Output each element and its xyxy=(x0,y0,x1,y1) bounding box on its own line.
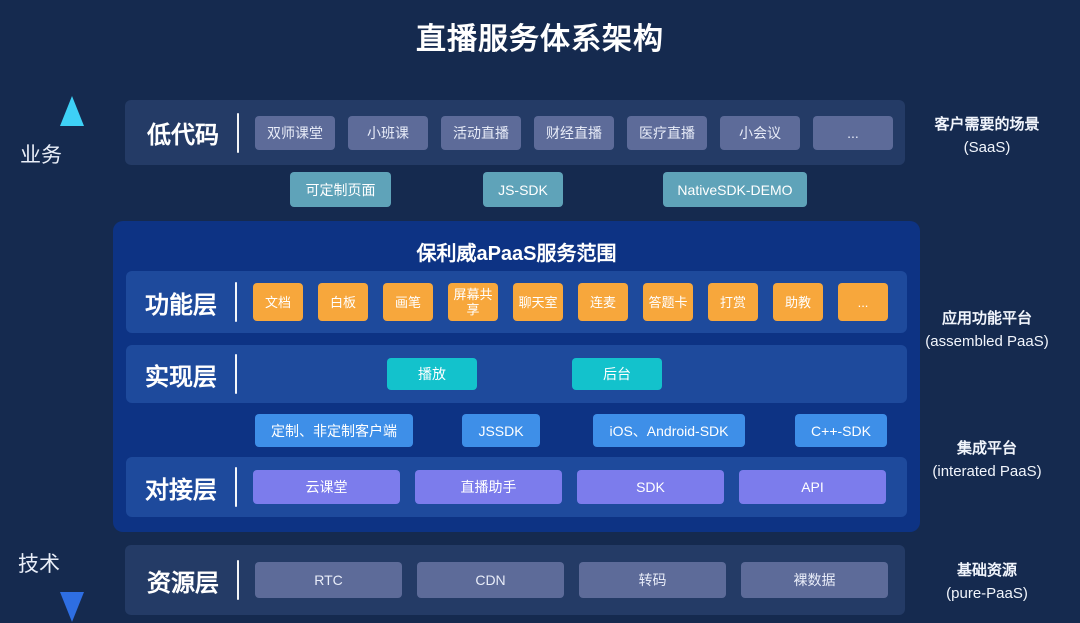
scene-chip: 财经直播 xyxy=(534,115,614,150)
side-note-integrated-paas: 集成平台 (interated PaaS) xyxy=(912,437,1062,483)
resource-chip: 裸数据 xyxy=(741,562,888,598)
page-title: 直播服务体系架构 xyxy=(416,23,664,56)
side-note-title: 集成平台 xyxy=(956,440,1017,457)
resource-chip: RTC xyxy=(255,562,402,598)
client-chip: JSSDK xyxy=(462,414,540,447)
interface-layer-row: 对接层 云课堂 直播助手 SDK API xyxy=(126,457,907,517)
side-note-subtitle: (pure-PaaS) xyxy=(946,585,1028,602)
interface-chip: API xyxy=(739,470,886,504)
function-chip: 文档 xyxy=(253,283,303,321)
function-chip: 聊天室 xyxy=(513,283,563,321)
implementation-chip: 后台 xyxy=(572,358,662,390)
resource-chips: RTC CDN 转码 裸数据 xyxy=(255,562,888,598)
side-note-assembled-paas: 应用功能平台 (assembled PaaS) xyxy=(912,307,1062,353)
client-chip: 定制、非定制客户端 xyxy=(255,414,413,447)
separator xyxy=(237,112,239,153)
function-chip: 打赏 xyxy=(708,283,758,321)
separator xyxy=(235,354,237,394)
lowcode-chips: 双师课堂 小班课 活动直播 财经直播 医疗直播 小会议 ... xyxy=(255,115,893,150)
implementation-layer-label: 实现层 xyxy=(145,363,217,391)
apaas-panel-title: 保利威aPaaS服务范围 xyxy=(416,243,617,265)
function-chip: 画笔 xyxy=(383,283,433,321)
function-chip: 白板 xyxy=(318,283,368,321)
function-chips: 文档 白板 画笔 屏幕共享 聊天室 连麦 答题卡 打赏 助教 ... xyxy=(253,283,888,321)
lowcode-layer-label: 低代码 xyxy=(147,122,219,149)
implementation-chip: 播放 xyxy=(387,358,477,390)
interface-chip: 云课堂 xyxy=(253,470,400,504)
function-chip: 助教 xyxy=(773,283,823,321)
interface-layer-label: 对接层 xyxy=(145,476,217,504)
function-layer-label: 功能层 xyxy=(145,291,217,319)
side-note-subtitle: (interated PaaS) xyxy=(932,463,1042,480)
function-layer-row: 功能层 文档 白板 画笔 屏幕共享 聊天室 连麦 答题卡 打赏 助教 ... xyxy=(126,271,907,333)
function-chip: 屏幕共享 xyxy=(448,283,498,321)
side-note-subtitle: (SaaS) xyxy=(963,139,1011,156)
resource-chip: CDN xyxy=(417,562,564,598)
resource-layer-label: 资源层 xyxy=(147,569,219,597)
scene-chip-more: ... xyxy=(813,115,893,150)
client-chip: C++-SDK xyxy=(795,414,887,447)
lowcode-sub-chip: NativeSDK-DEMO xyxy=(663,172,807,207)
resource-layer-row: 资源层 RTC CDN 转码 裸数据 xyxy=(125,545,905,615)
business-tech-arrow-icon xyxy=(60,96,84,622)
scene-chip: 活动直播 xyxy=(441,115,521,150)
interface-chip: SDK xyxy=(577,470,724,504)
interface-chip: 直播助手 xyxy=(415,470,562,504)
function-chip-more: ... xyxy=(838,283,888,321)
separator xyxy=(235,282,237,322)
lowcode-sub-chip: JS-SDK xyxy=(483,172,563,207)
interface-chips: 云课堂 直播助手 SDK API xyxy=(253,470,886,504)
apaas-panel: 保利威aPaaS服务范围 功能层 文档 白板 画笔 屏幕共享 聊天室 连麦 答题… xyxy=(113,221,920,532)
resource-chip: 转码 xyxy=(579,562,726,598)
side-note-subtitle: (assembled PaaS) xyxy=(925,333,1049,350)
separator xyxy=(235,467,237,507)
lowcode-layer-row: 低代码 双师课堂 小班课 活动直播 财经直播 医疗直播 小会议 ... xyxy=(125,100,905,165)
scene-chip: 小会议 xyxy=(720,115,800,150)
axis-label-business: 业务 xyxy=(20,144,62,167)
side-note-pure-paas: 基础资源 (pure-PaaS) xyxy=(912,559,1062,605)
scene-chip: 医疗直播 xyxy=(627,115,707,150)
axis-label-technology: 技术 xyxy=(18,553,60,576)
function-chip: 答题卡 xyxy=(643,283,693,321)
function-chip: 连麦 xyxy=(578,283,628,321)
separator xyxy=(237,560,239,600)
client-chip: iOS、Android-SDK xyxy=(593,414,745,447)
implementation-layer-row: 实现层 播放 后台 xyxy=(126,345,907,403)
side-note-title: 应用功能平台 xyxy=(941,310,1032,327)
side-note-title: 客户需要的场景 xyxy=(934,116,1040,133)
scene-chip: 小班课 xyxy=(348,115,428,150)
side-note-saas: 客户需要的场景 (SaaS) xyxy=(912,113,1062,159)
side-note-title: 基础资源 xyxy=(956,562,1017,579)
lowcode-sub-chip: 可定制页面 xyxy=(290,172,391,207)
scene-chip: 双师课堂 xyxy=(255,115,335,150)
